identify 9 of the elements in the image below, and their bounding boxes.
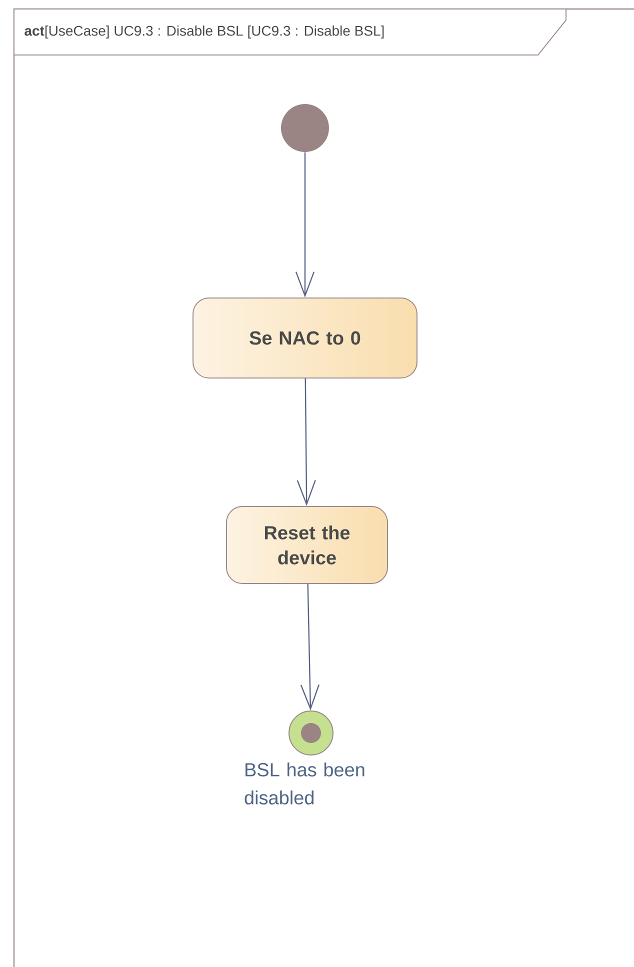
frame-heading: act[UseCase] UC9.3 : Disable BSL [UC9.3 : Disable BSL] [14, 8, 566, 56]
final-node [288, 710, 334, 756]
arrow [300, 584, 320, 710]
action-box: Reset the device [226, 506, 388, 584]
initial-node [281, 104, 329, 152]
arrow [296, 378, 316, 506]
action-box: Se NAC to 0 [192, 298, 418, 378]
node-caption: BSL has been disabled [244, 762, 364, 804]
arrow [295, 152, 315, 298]
